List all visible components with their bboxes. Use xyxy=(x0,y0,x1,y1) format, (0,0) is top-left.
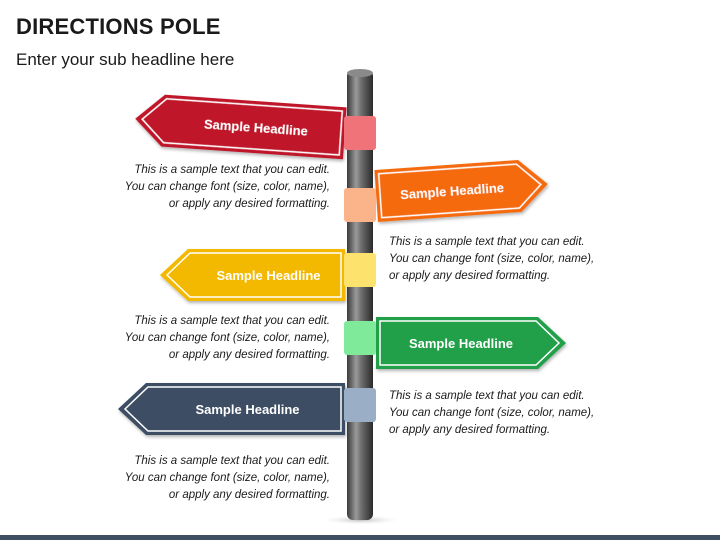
direction-sign-3-border xyxy=(165,252,342,298)
direction-sign-5-body xyxy=(118,383,345,435)
description-2: This is a sample text that you can edit.… xyxy=(389,234,649,285)
direction-sign-5-label: Sample Headline xyxy=(195,402,299,417)
pole-band-2 xyxy=(344,188,376,222)
pole-cap xyxy=(347,69,373,77)
direction-sign-2-border xyxy=(377,163,542,219)
description-3-line-3: or apply any desired formatting. xyxy=(168,349,330,361)
description-1-line-3: or apply any desired formatting. xyxy=(168,198,330,210)
direction-sign-3: Sample Headline xyxy=(160,249,345,301)
description-2-line-3: or apply any desired formatting. xyxy=(389,270,551,282)
direction-sign-1: Sample Headline xyxy=(135,94,347,160)
page-subtitle: Enter your sub headline here xyxy=(16,50,235,69)
direction-sign-4-body xyxy=(376,317,566,369)
description-2-line-1: This is a sample text that you can edit. xyxy=(389,236,585,248)
direction-sign-4: Sample Headline xyxy=(376,317,566,369)
direction-sign-1-border xyxy=(141,98,344,156)
direction-sign-1-body xyxy=(135,94,347,160)
direction-sign-2-label: Sample Headline xyxy=(400,180,505,202)
pole-band-1 xyxy=(344,116,376,150)
direction-sign-4-border xyxy=(379,320,561,366)
description-1: This is a sample text that you can edit.… xyxy=(70,162,330,213)
bands-layer xyxy=(344,116,376,422)
description-5-line-2: You can change font (size, color, name), xyxy=(124,472,330,484)
direction-sign-5: Sample Headline xyxy=(118,383,345,435)
description-1-line-1: This is a sample text that you can edit. xyxy=(134,164,330,176)
description-4-line-3: or apply any desired formatting. xyxy=(389,424,551,436)
description-1-line-2: You can change font (size, color, name), xyxy=(124,181,330,193)
pole-band-3 xyxy=(344,253,376,287)
direction-sign-2-body xyxy=(374,160,548,222)
description-4-line-1: This is a sample text that you can edit. xyxy=(389,390,585,402)
direction-sign-5-border xyxy=(123,386,342,432)
description-4: This is a sample text that you can edit.… xyxy=(389,388,649,439)
pole-band-4 xyxy=(344,321,376,355)
description-5-line-1: This is a sample text that you can edit. xyxy=(134,455,330,467)
direction-sign-3-body xyxy=(160,249,345,301)
description-3-line-1: This is a sample text that you can edit. xyxy=(134,315,330,327)
pole-band-5 xyxy=(344,388,376,422)
direction-sign-1-label: Sample Headline xyxy=(204,117,309,139)
description-3: This is a sample text that you can edit.… xyxy=(70,313,330,364)
description-5: This is a sample text that you can edit.… xyxy=(70,453,330,504)
description-4-line-2: You can change font (size, color, name), xyxy=(389,407,595,419)
description-5-line-3: or apply any desired formatting. xyxy=(168,489,330,501)
description-2-line-2: You can change font (size, color, name), xyxy=(389,253,595,265)
direction-sign-2: Sample Headline xyxy=(374,160,548,222)
direction-sign-4-label: Sample Headline xyxy=(409,336,513,351)
description-3-line-2: You can change font (size, color, name), xyxy=(124,332,330,344)
direction-sign-3-label: Sample Headline xyxy=(216,268,320,283)
bottom-bar xyxy=(0,535,720,540)
page-title: DIRECTIONS POLE xyxy=(16,14,221,39)
